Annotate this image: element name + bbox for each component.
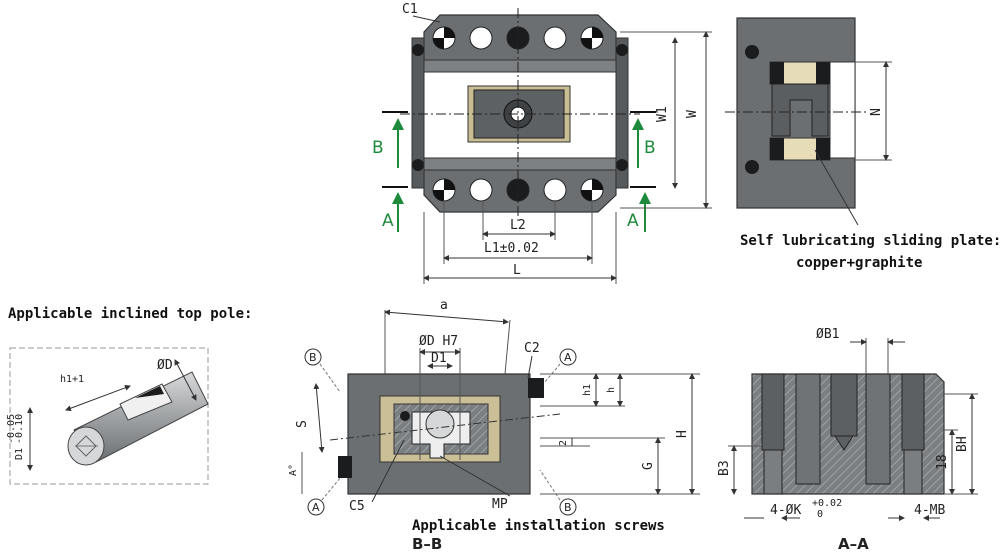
arrow-a-right-label: A [627,211,639,231]
g-label: G [641,462,656,470]
l1-label: L1±0.02 [484,241,539,256]
k-tol-upper: +0.02 [812,498,842,509]
circle-b-top-left: B [304,348,322,366]
ob1-label: ØB1 [816,327,839,342]
od-pole-label: ØD [157,358,173,373]
w-label: W [685,110,700,118]
bh-label: BH [955,436,970,452]
h-label: h [606,387,617,393]
h1-label: h1 [582,384,593,396]
section-b-arrow-right [632,118,644,168]
d1-pole-label: D1 [14,448,25,460]
a-dim-label: a [440,298,448,313]
svg-text:B: B [564,501,572,514]
installation-screws-caption: Applicable installation screws [412,518,665,534]
pole-tol-upper: -0.05 [6,414,17,444]
section-a-arrow-right [639,192,651,232]
inclined-pole-caption: Applicable inclined top pole: [8,306,252,322]
svg-text:A: A [312,501,320,514]
k-tol-lower: 0 [817,509,823,520]
self-lubricating-caption-line1: Self lubricating sliding plate: [740,233,1000,249]
c5-label: C5 [349,499,365,514]
section-a-arrow-left [392,192,404,232]
c1-label: C1 [402,2,418,17]
a-degree-label: A° [288,464,299,476]
two-label: 2 [558,440,569,446]
arrow-b-right-label: B [644,138,656,158]
pole-tol-lower: -0.10 [14,414,25,444]
w1-label: W1 [655,106,670,122]
eighteen-label: 18 [935,454,950,470]
side-view: N Self lubricating sliding plate: copper… [725,17,1000,271]
section-b-arrow-left [392,118,404,168]
four-k-label: 4-ØK [770,503,801,518]
arrow-b-left-label: B [372,138,384,158]
svg-text:B: B [309,351,317,364]
circle-a-bottom-left: A [307,498,325,516]
pole-view: Applicable inclined top pole: h1+1 ØD D1… [6,306,252,485]
section-aa-label: A–A [838,535,869,552]
s-label: S [295,420,310,428]
l2-label: L2 [510,218,526,233]
d1-label: D1 [431,351,447,366]
section-bb-view: a ØD H7 D1 C2 B A A B [288,298,700,552]
self-lubricating-caption-line2: copper+graphite [796,255,922,271]
b3-label: B3 [717,460,732,476]
c2-label: C2 [524,341,540,356]
section-bb-label: B–B [412,535,442,552]
section-aa-view: ØB1 BH 18 B3 4-ØK +0.02 0 4-MB A–A [717,327,978,552]
arrow-a-left-label: A [382,211,394,231]
h1-plus-1-label: h1+1 [60,374,84,385]
top-hole-row [432,26,604,50]
svg-text:A: A [564,351,572,364]
l-label: L [513,263,521,278]
four-mb-label: 4-MB [914,503,945,518]
mp-label: MP [492,497,508,512]
big-h-label: H [675,430,690,438]
top-view: B B A A C1 W1 W L2 L1±0.02 L [372,2,712,284]
odh7-label: ØD H7 [419,334,458,349]
circle-b-bottom-right: B [559,498,577,516]
circle-a-top-right: A [559,348,577,366]
n-label: N [869,108,884,116]
